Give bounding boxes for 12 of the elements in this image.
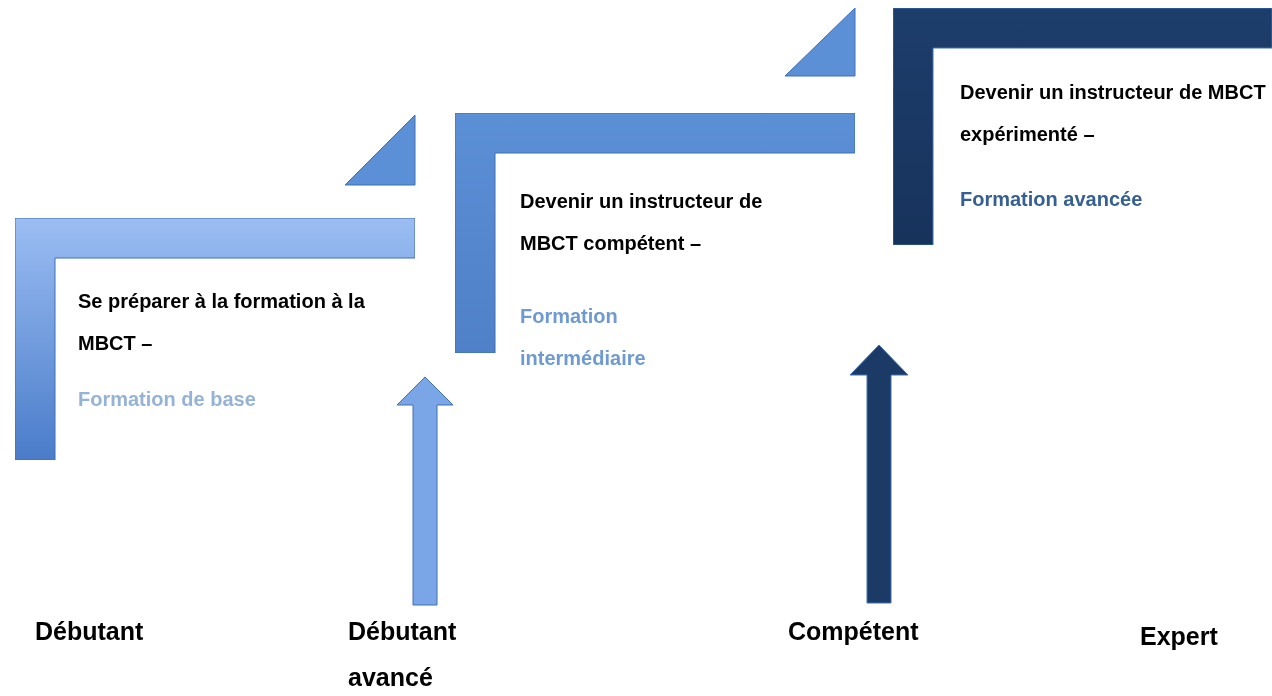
step-title: Devenir un instructeur de MBCT expérimenté –: [960, 80, 1267, 147]
training-level: Formation intermédiaire: [520, 304, 647, 371]
step-title: Se préparer à la formation à la MBCT –: [78, 289, 366, 356]
level-label: Débutant: [35, 616, 145, 647]
step-title: Devenir un instructeur de MBCT compétent –: [520, 189, 764, 256]
training-level: Formation avancée: [960, 187, 1144, 212]
training-level: Formation de base: [78, 387, 257, 412]
level-label: Expert: [1140, 621, 1219, 652]
step-bracket: [15, 218, 415, 460]
step-bracket: [893, 8, 1272, 245]
level-label: Débutant avancé: [348, 616, 458, 693]
level-label: Compétent: [788, 616, 920, 647]
